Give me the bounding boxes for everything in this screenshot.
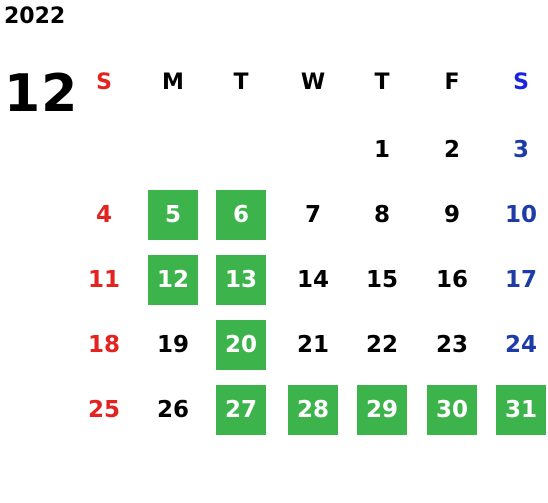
weekday-header-tue: T — [233, 69, 249, 95]
day-cell-18[interactable]: 18 — [87, 332, 120, 358]
day-cell-30[interactable]: 30 — [427, 385, 477, 435]
day-cell-1[interactable]: 1 — [373, 137, 390, 163]
weekday-header-sat: S — [513, 69, 529, 95]
day-cell-14[interactable]: 14 — [296, 267, 329, 293]
weekday-header-fri: F — [444, 69, 460, 95]
month-label: 12 — [4, 64, 79, 124]
day-cell-15[interactable]: 15 — [365, 267, 398, 293]
weekday-header-mon: M — [162, 69, 184, 95]
day-cell-19[interactable]: 19 — [156, 332, 189, 358]
day-cell-4[interactable]: 4 — [95, 202, 112, 228]
day-cell-27[interactable]: 27 — [216, 385, 266, 435]
year-label: 2022 — [4, 4, 66, 29]
day-cell-31[interactable]: 31 — [496, 385, 546, 435]
day-cell-11[interactable]: 11 — [87, 267, 120, 293]
day-cell-13[interactable]: 13 — [216, 255, 266, 305]
day-cell-25[interactable]: 25 — [87, 397, 120, 423]
day-cell-10[interactable]: 10 — [504, 202, 537, 228]
day-cell-21[interactable]: 21 — [296, 332, 329, 358]
day-cell-24[interactable]: 24 — [504, 332, 537, 358]
weekday-header-thu: T — [374, 69, 390, 95]
day-cell-5[interactable]: 5 — [148, 190, 198, 240]
day-cell-20[interactable]: 20 — [216, 320, 266, 370]
weekday-header-wed: W — [300, 69, 326, 95]
day-cell-6[interactable]: 6 — [216, 190, 266, 240]
day-cell-2[interactable]: 2 — [443, 137, 460, 163]
day-cell-23[interactable]: 23 — [435, 332, 468, 358]
day-cell-12[interactable]: 12 — [148, 255, 198, 305]
day-cell-22[interactable]: 22 — [365, 332, 398, 358]
day-cell-16[interactable]: 16 — [435, 267, 468, 293]
day-cell-17[interactable]: 17 — [504, 267, 537, 293]
day-cell-26[interactable]: 26 — [156, 397, 189, 423]
day-cell-8[interactable]: 8 — [373, 202, 390, 228]
day-cell-9[interactable]: 9 — [443, 202, 460, 228]
day-cell-3[interactable]: 3 — [512, 137, 529, 163]
day-cell-29[interactable]: 29 — [357, 385, 407, 435]
weekday-header-sun: S — [96, 69, 112, 95]
day-cell-7[interactable]: 7 — [304, 202, 321, 228]
day-cell-28[interactable]: 28 — [288, 385, 338, 435]
